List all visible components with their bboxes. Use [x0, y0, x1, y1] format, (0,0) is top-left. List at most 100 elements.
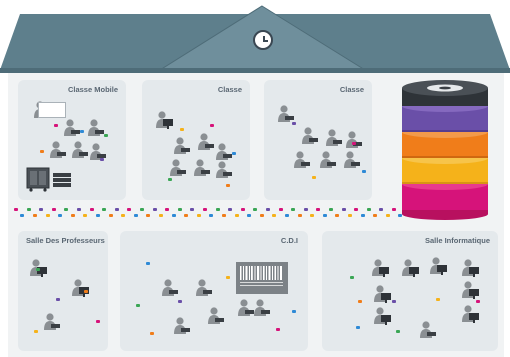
corridor-dot-icon: [392, 208, 396, 211]
corridor-dot-icon: [177, 208, 182, 211]
data-dot-icon: [226, 184, 230, 187]
student-computer-icon: [402, 259, 419, 277]
corridor-dot-icon: [347, 214, 352, 217]
data-dot-icon: [350, 276, 354, 279]
laptop-stack-icon: [53, 173, 71, 187]
data-dot-icon: [104, 134, 108, 137]
data-dot-icon: [146, 262, 150, 265]
corridor-dot-icon: [385, 214, 390, 217]
corridor-dot-icon: [32, 214, 37, 217]
student-computer-icon: [156, 111, 173, 129]
corridor-dot-icon: [133, 214, 138, 217]
room-title: Classe: [217, 85, 242, 94]
student-icon: [278, 105, 294, 122]
corridor-dot-icon: [190, 208, 195, 211]
student-icon: [88, 119, 104, 136]
corridor-dot-icon: [266, 208, 270, 211]
student-icon: [420, 321, 436, 338]
corridor-dot-icon: [158, 214, 163, 217]
data-dot-icon: [96, 320, 100, 323]
data-dot-icon: [292, 122, 296, 125]
corridor-dot-icon: [89, 208, 94, 211]
student-computer-icon: [430, 257, 447, 275]
room-title: Classe Mobile: [67, 85, 118, 94]
corridor-dot-icon: [303, 208, 308, 211]
data-dot-icon: [312, 176, 316, 179]
room-classe-1: Classe: [142, 80, 250, 200]
corridor-dot-icon: [51, 208, 56, 211]
student-icon: [170, 159, 186, 176]
student-icon: [174, 137, 190, 154]
student-computer-icon: [462, 305, 479, 323]
student-computer-icon: [462, 281, 479, 299]
data-dot-icon: [54, 124, 58, 127]
corridor-dot-icon: [95, 214, 100, 217]
student-computer-icon: [372, 259, 389, 277]
barcode-icon: [236, 262, 288, 294]
corridor-dot-icon: [329, 208, 333, 211]
student-computer-icon: [30, 259, 47, 277]
corridor-dot-icon: [291, 208, 296, 211]
data-dot-icon: [352, 142, 356, 145]
corridor-dot-icon: [58, 214, 63, 217]
student-icon: [238, 299, 254, 316]
corridor-dot-icon: [234, 214, 239, 217]
data-dot-icon: [150, 332, 154, 335]
corridor-dot-icon: [360, 214, 365, 217]
corridor-dot-icon: [83, 214, 88, 217]
clock-icon: [253, 30, 273, 50]
student-computer-icon: [462, 259, 479, 277]
corridor-dot-icon: [209, 214, 214, 217]
student-icon: [44, 313, 60, 330]
corridor-dot-icon: [64, 208, 69, 211]
corridor-dot-icon: [203, 208, 207, 211]
data-dot-icon: [36, 268, 40, 271]
corridor-dot-icon: [228, 208, 233, 211]
data-dot-icon: [276, 328, 280, 331]
student-icon: [302, 127, 318, 144]
data-dot-icon: [180, 128, 184, 131]
corridor-dot-icon: [215, 208, 220, 211]
corridor-dot-icon: [127, 208, 132, 211]
corridor-dot-icon: [253, 208, 258, 211]
student-icon: [216, 161, 232, 178]
student-icon: [294, 151, 310, 168]
corridor-dot-icon: [259, 214, 264, 217]
room-title: Classe: [339, 85, 364, 94]
data-dot-icon: [178, 300, 182, 303]
data-dot-icon: [84, 290, 88, 293]
corridor-dot-icon: [354, 208, 359, 211]
student-icon: [162, 279, 178, 296]
corridor-dot-icon: [373, 214, 378, 217]
student-icon: [208, 307, 224, 324]
data-dot-icon: [100, 158, 104, 161]
corridor-data-stream: [14, 204, 412, 224]
data-dot-icon: [292, 310, 296, 313]
charging-cart-icon: [26, 167, 50, 192]
corridor-dot-icon: [272, 214, 277, 217]
whiteboard: [38, 102, 66, 118]
room-title: Salle Informatique: [424, 236, 490, 245]
corridor-dot-icon: [316, 208, 321, 211]
corridor-dot-icon: [247, 214, 252, 217]
room-salle-des-professeurs: Salle Des Professeurs: [18, 231, 108, 351]
corridor-dot-icon: [39, 208, 44, 211]
student-computer-icon: [374, 307, 391, 325]
database-stack-icon: [402, 80, 488, 220]
data-dot-icon: [476, 300, 480, 303]
data-dot-icon: [396, 330, 400, 333]
corridor-dot-icon: [341, 208, 346, 211]
student-icon: [326, 129, 342, 146]
student-icon: [346, 131, 362, 148]
corridor-dot-icon: [184, 214, 189, 217]
student-icon: [254, 299, 270, 316]
student-icon: [64, 119, 80, 136]
data-dot-icon: [40, 150, 44, 153]
corridor-dot-icon: [121, 214, 126, 217]
corridor-dot-icon: [297, 214, 302, 217]
student-icon: [174, 317, 190, 334]
student-icon: [90, 143, 106, 160]
student-computer-icon: [72, 279, 89, 297]
corridor-dot-icon: [146, 214, 151, 217]
